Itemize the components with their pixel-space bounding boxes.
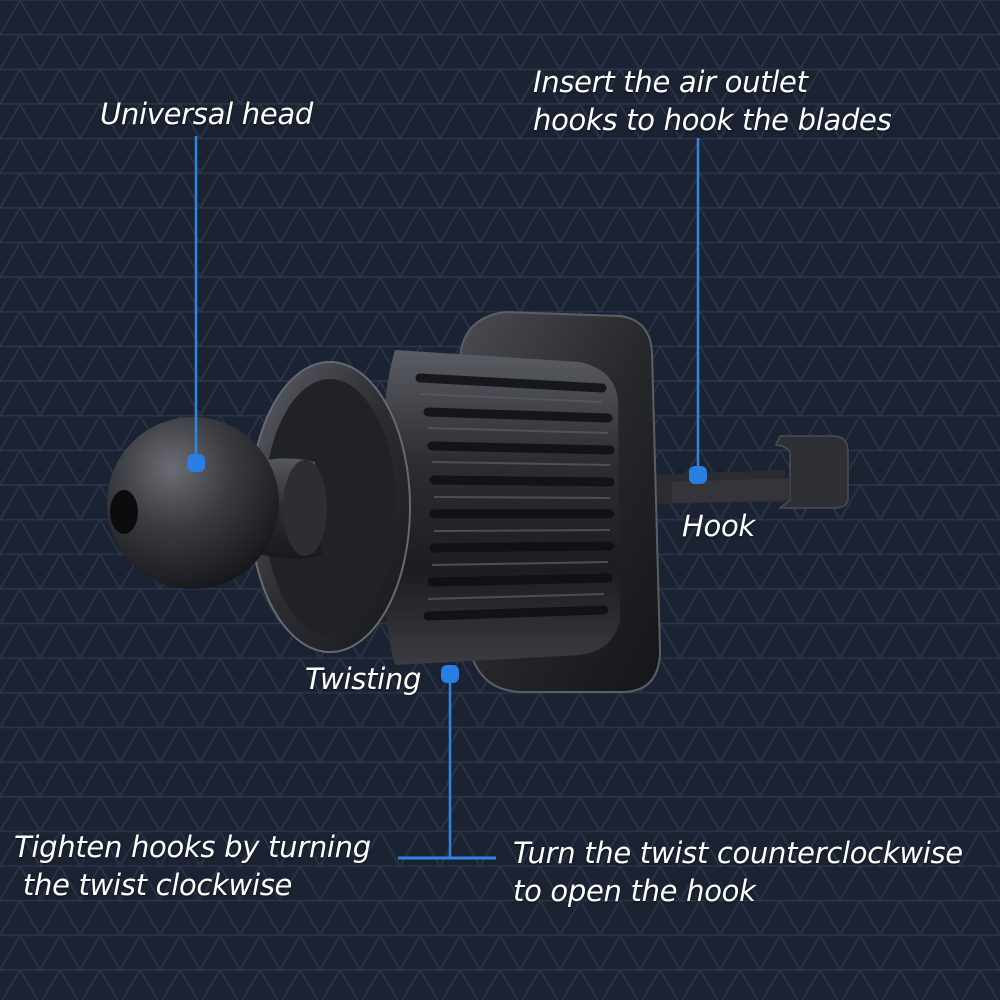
label-turn-counterclockwise: Turn the twist counterclockwise to open … <box>513 836 963 908</box>
callout-twisting <box>398 665 496 860</box>
callout-hook <box>689 138 707 484</box>
label-tighten-clockwise: Tighten hooks by turning the twist clock… <box>14 830 371 902</box>
callout-dot <box>187 454 205 472</box>
universal-ball-head <box>107 417 279 589</box>
air-vent-mount-device <box>107 310 849 693</box>
label-twisting: Twisting <box>305 662 422 696</box>
label-hook: Hook <box>682 509 755 543</box>
ball-hole <box>110 490 138 534</box>
callout-dot <box>441 665 459 683</box>
label-universal-head: Universal head <box>100 97 313 131</box>
callout-dot <box>689 466 707 484</box>
twist-barrel <box>380 350 620 665</box>
label-insert-hooks: Insert the air outlet hooks to hook the … <box>533 65 892 137</box>
callout-universal-head <box>187 136 205 472</box>
